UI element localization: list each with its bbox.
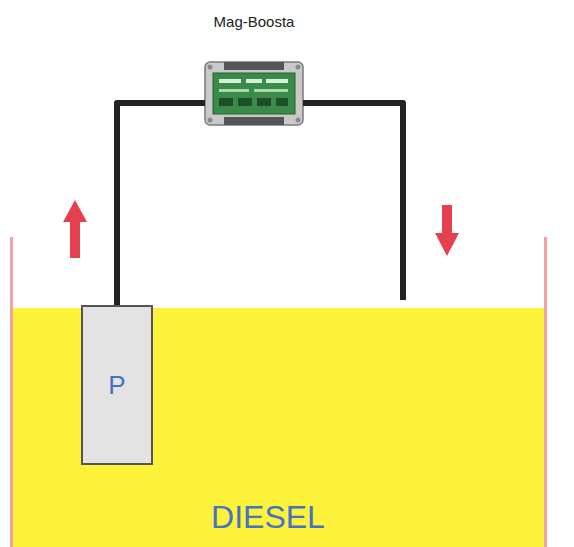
device-label: Mag-Boosta [214, 12, 295, 32]
pump-label: P [108, 370, 125, 400]
tank-label: DIESEL [178, 499, 358, 535]
flow-arrow-up [63, 200, 87, 258]
tank: DIESEL P [10, 237, 547, 547]
pipe [303, 103, 403, 300]
pipe [117, 103, 205, 305]
device-node: Mag-Boosta [205, 12, 303, 125]
flow-arrow-down [435, 205, 459, 256]
device-picture [205, 62, 303, 125]
pump-box: P [81, 305, 153, 465]
